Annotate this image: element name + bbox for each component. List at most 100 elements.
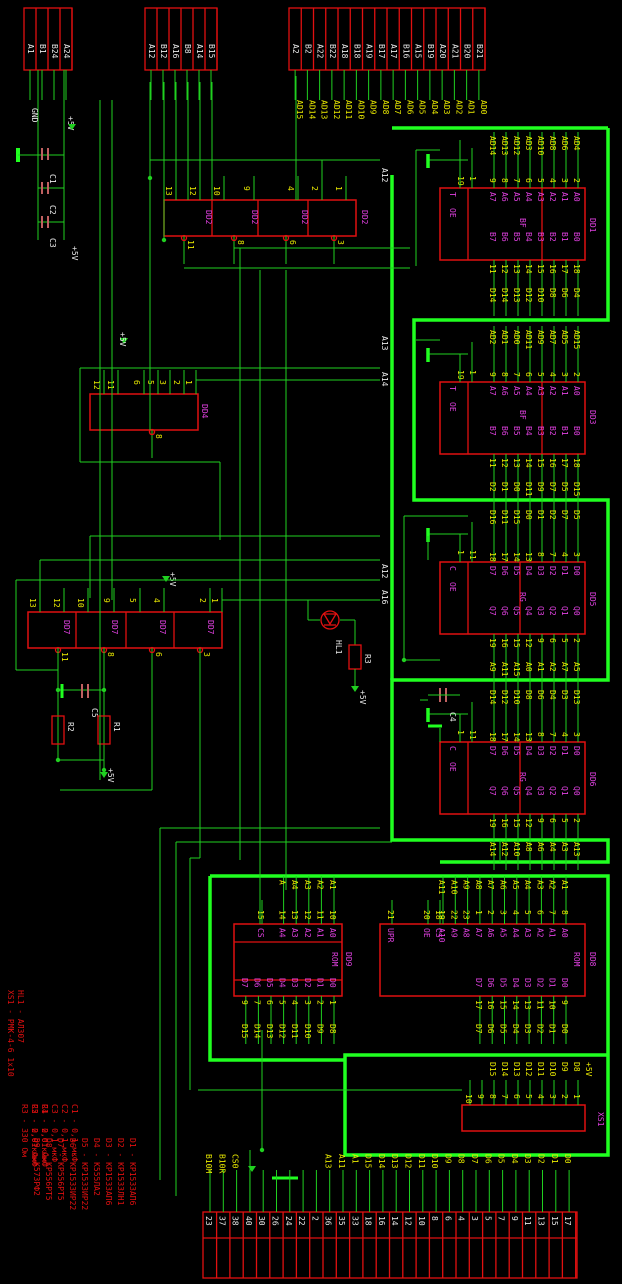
dd5-in-pin-label: D3 (536, 566, 545, 576)
dd7-pin-num: 13 (28, 598, 37, 608)
dd5-in-pin-num: 18 (488, 552, 497, 562)
bottom-conn-pin: 9 (510, 1216, 519, 1221)
gnd-label: GND (30, 108, 39, 123)
dd8-data-net: D1 (548, 1024, 557, 1034)
dd8-data-label: D5 (499, 978, 508, 988)
dd6-out-pin-label: Q3 (536, 786, 545, 796)
dd8-addr-label: A4 (511, 928, 520, 938)
legend-entry: R2 - 2,0 кОм (30, 1104, 39, 1162)
top-conn-right-pin: B22 (328, 44, 337, 59)
vcc-label-r3: +5V (358, 690, 367, 705)
dd8-data-label: D1 (548, 978, 557, 988)
dd3-out-pin-label: B6 (500, 426, 509, 436)
dd8-addr-net: A3 (535, 880, 544, 890)
dd9-data-net: D13 (265, 1024, 274, 1039)
dd3-out-pin-label: B4 (524, 426, 533, 436)
top-conn-right-pin: A20 (438, 44, 447, 59)
resistor-r1 (97, 715, 111, 745)
dd6-out-net: A13 (572, 842, 581, 857)
bottom-conn-pin: 37 (217, 1216, 226, 1226)
dd5-out-pin-label: Q5 (512, 606, 521, 616)
dd5-in-pin-label: D4 (524, 566, 533, 576)
dd4-pin-num: 8 (154, 434, 163, 439)
dd8-addr-net: A11 (437, 880, 446, 895)
dd8-addr-pin: 22 (449, 910, 458, 920)
dd7-label-2: DD7 (110, 620, 119, 635)
top-conn-right-pin: B19 (426, 44, 435, 59)
dd1-ctrl-label: T (448, 192, 457, 197)
resistor-r3 (348, 644, 362, 670)
dd1-in-net: AD12 (512, 136, 521, 155)
capacitor-c1: C1 (41, 148, 57, 184)
dd2-label-1: DD2 (204, 210, 213, 225)
legend-entry: D1 - KP1533AП6 (128, 1138, 137, 1206)
bottom-conn-pin: 18 (364, 1216, 373, 1226)
dd8-data-net: D4 (511, 1024, 520, 1034)
dd9-data-pin: 3 (303, 1000, 312, 1005)
legend-entry: C3 - 0,1 мкФ (50, 1104, 59, 1162)
dd9-data-label: D4 (278, 978, 287, 988)
dd8-addr-label: A8 (462, 928, 471, 938)
dd8-data-label: D0 (560, 978, 569, 988)
chip-dd6: RG DD6 D0Q032D13A13D1Q145D3A3D2Q276D4A4D… (426, 686, 597, 870)
dd5-out-pin-num: 2 (572, 638, 581, 643)
dd9-addr-net: A2 (315, 880, 324, 890)
bottom-conn-pin: 26 (271, 1216, 280, 1226)
dd6-out-net: A4 (548, 842, 557, 852)
dd6-out-pin-num: 9 (536, 818, 545, 823)
dd4-pin-num: 2 (172, 380, 181, 385)
top-conn-right-pin: A18 (340, 44, 349, 59)
bottom-conn-pin: 33 (350, 1216, 359, 1226)
dd9-ctrl-label: CS (256, 928, 265, 938)
dd8-data-pin: 16 (486, 1000, 495, 1010)
dd1-in-net: AD8 (548, 136, 557, 151)
bottom-conn-pin: 36 (324, 1216, 333, 1226)
dd6-out-pin-num: 6 (548, 818, 557, 823)
dd1-out-pin-num: 14 (524, 264, 533, 274)
dd5-in-net: D7 (560, 510, 569, 520)
dd5-out-net: A1 (536, 662, 545, 672)
dd5-out-pin-label: Q3 (536, 606, 545, 616)
dd8-addr-net: A10 (449, 880, 458, 895)
dd1-out-pin-num: 15 (536, 264, 545, 274)
dd3-in-pin-num: 5 (536, 372, 545, 377)
dd6-in-pin-label: D2 (548, 746, 557, 756)
top-conn-mid-pin: A12 (147, 44, 156, 59)
bottom-conn-net: D7 (470, 1154, 479, 1164)
dd3-in-pin-num: 2 (572, 372, 581, 377)
dd8-data-net: D6 (486, 1024, 495, 1034)
bottom-conn-pin: 11 (523, 1216, 532, 1226)
dd8-addr-net: A5 (511, 880, 520, 890)
capacitor-c4: C4 (428, 688, 460, 728)
dd8-data-pin: 17 (474, 1000, 483, 1010)
dd5-out-pin-num: 6 (548, 638, 557, 643)
xs1-pin-num: 8 (488, 1094, 497, 1099)
dd2-pin-num: 1 (334, 186, 343, 191)
dd1-out-pin-label: B2 (548, 232, 557, 242)
top-conn-mid-pin: B8 (183, 44, 192, 54)
legend-entry: D5 - KP1533ИР22 (80, 1138, 89, 1210)
chip-dd3: BF DD3 A0B0218AD15D15A1B1317AD5D5A2B2416… (426, 326, 597, 510)
ad-line-label: AD9 (369, 100, 378, 115)
dd8-ctrl-pin: 20 (422, 910, 431, 920)
dd8-data-net: D5 (499, 1024, 508, 1034)
ad-line-label: AD1 (467, 100, 476, 115)
xs1-pin-num: 5 (524, 1094, 533, 1099)
dd8-type: ROM (572, 952, 581, 967)
dd6-in-pin-label: D1 (560, 746, 569, 756)
bottom-conn-net: D3 (523, 1154, 532, 1164)
dd2-pin-num: 12 (188, 186, 197, 196)
dd8-data-net: D0 (560, 1024, 569, 1034)
bottom-conn-net: D8 (457, 1154, 466, 1164)
dd3-out-net: D2 (488, 482, 497, 492)
ad-line-label: AD15 (295, 100, 304, 119)
dd5-out-net: A11 (500, 662, 509, 677)
dd5-out-net: A5 (572, 662, 581, 672)
top-conn-left-pin: A24 (62, 44, 71, 59)
dd9-addr-label: A0 (328, 928, 337, 938)
dd1-in-pin-label: A5 (512, 192, 521, 202)
dd3-in-net: AD0 (512, 330, 521, 345)
dd7-pin-num: 1 (210, 598, 219, 603)
dd9-data-net: D9 (315, 1024, 324, 1034)
